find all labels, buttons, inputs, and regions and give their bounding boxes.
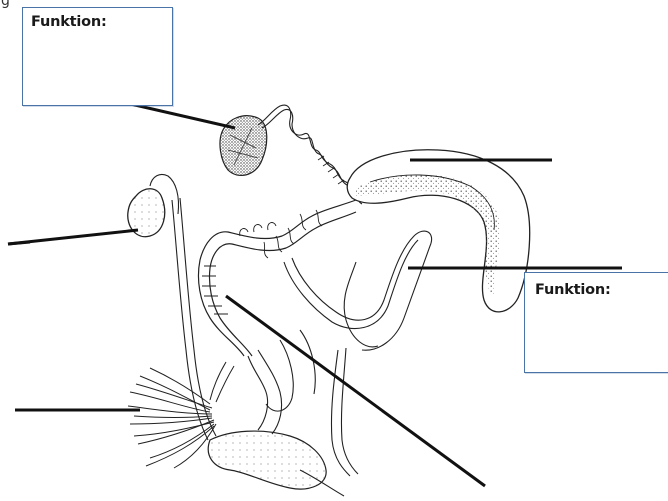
spermatheca bbox=[128, 174, 179, 236]
function-label-box-top[interactable]: Funktion: bbox=[22, 7, 173, 106]
albumen-gland bbox=[347, 150, 529, 312]
function-label-title: Funktion: bbox=[535, 282, 611, 298]
genital-atrium bbox=[208, 431, 344, 496]
function-label-box-right[interactable]: Funktion: bbox=[524, 272, 668, 373]
hermaphrodite-duct bbox=[258, 105, 362, 204]
flagellum bbox=[284, 231, 432, 350]
function-label-title: Funktion: bbox=[31, 14, 107, 30]
